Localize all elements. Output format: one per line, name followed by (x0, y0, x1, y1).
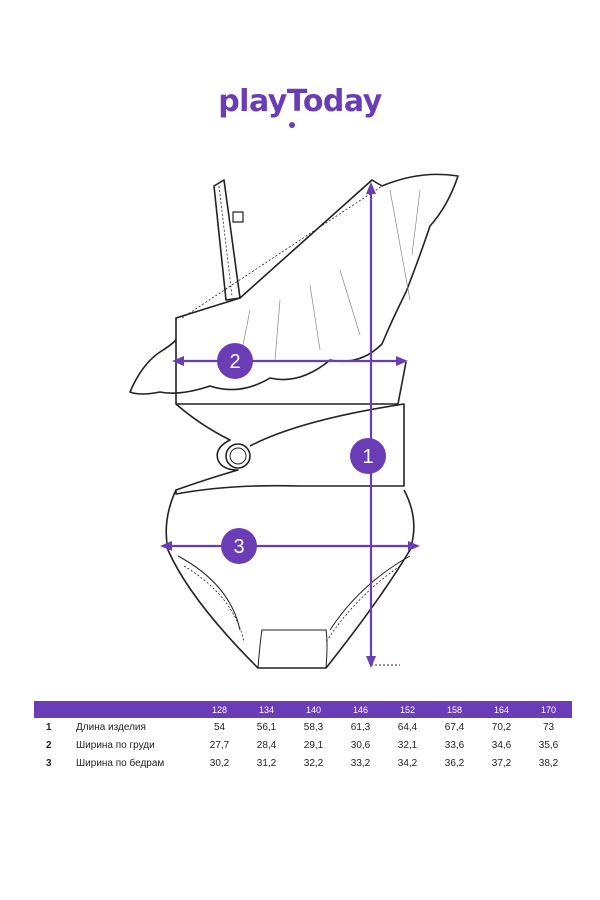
ring (225, 443, 251, 469)
row-number: 2 (46, 739, 52, 751)
table-cell: 56,1 (256, 721, 277, 733)
marker-1: 1 (350, 438, 386, 474)
table-cell: 34,2 (397, 757, 418, 769)
table-cell: 33,6 (444, 739, 465, 751)
table-cell: 70,2 (491, 721, 512, 733)
row-label: Длина изделия (76, 721, 146, 733)
size-table: 128 134 140 146 152 158 164 170 1 Длина … (34, 701, 572, 772)
table-cell: 35,6 (538, 739, 559, 751)
table-cell: 38,2 (538, 757, 559, 769)
marker-1-label: 1 (362, 446, 373, 468)
row-number: 1 (46, 721, 52, 733)
table-cell: 54 (213, 721, 226, 733)
table-cell: 28,4 (256, 739, 277, 751)
brand-logo: playToday (0, 84, 600, 128)
row-label: Ширина по бедрам (76, 757, 165, 769)
table-cell: 34,6 (491, 739, 512, 751)
table-cell: 32,1 (397, 739, 418, 751)
table-cell: 31,2 (256, 757, 277, 769)
size-header-cell: 170 (540, 704, 557, 715)
marker-2-label: 2 (229, 351, 240, 373)
size-header-row: 128 134 140 146 152 158 164 170 (34, 701, 572, 718)
size-header-cell: 158 (446, 704, 463, 715)
marker-3-label: 3 (233, 536, 244, 558)
table-cell: 61,3 (350, 721, 371, 733)
strap-buckle (232, 211, 244, 223)
row-label: Ширина по груди (76, 739, 155, 751)
table-cell: 27,7 (209, 739, 230, 751)
logo-text: playToday (218, 84, 382, 119)
table-cell: 67,4 (444, 721, 465, 733)
table-cell: 64,4 (397, 721, 418, 733)
size-header-cell: 134 (258, 704, 275, 715)
strap (213, 179, 241, 301)
table-row: 2 Ширина по груди 27,7 28,4 29,1 30,6 32… (34, 736, 572, 754)
ruffle-top (129, 173, 459, 395)
table-row: 1 Длина изделия 54 56,1 58,3 61,3 64,4 6… (34, 718, 572, 736)
table-cell: 37,2 (491, 757, 512, 769)
size-header-cell: 146 (352, 704, 369, 715)
size-header-cell: 164 (493, 704, 510, 715)
row-number: 3 (46, 757, 52, 769)
table-cell: 36,2 (444, 757, 465, 769)
table-cell: 30,2 (209, 757, 230, 769)
size-header-cell: 128 (211, 704, 228, 715)
marker-2: 2 (217, 343, 253, 379)
table-cell: 30,6 (350, 739, 371, 751)
table-cell: 73 (542, 721, 555, 733)
table-cell: 33,2 (350, 757, 371, 769)
size-header-cell: 140 (305, 704, 322, 715)
swimsuit-sketch: 1 2 3 (129, 173, 459, 669)
table-cell: 58,3 (303, 721, 324, 733)
table-cell: 32,2 (303, 757, 324, 769)
size-header-cell: 152 (399, 704, 416, 715)
table-cell: 29,1 (303, 739, 324, 751)
marker-3: 3 (221, 528, 257, 564)
table-row: 3 Ширина по бедрам 30,2 31,2 32,2 33,2 3… (34, 754, 572, 772)
logo-dot (289, 122, 295, 128)
